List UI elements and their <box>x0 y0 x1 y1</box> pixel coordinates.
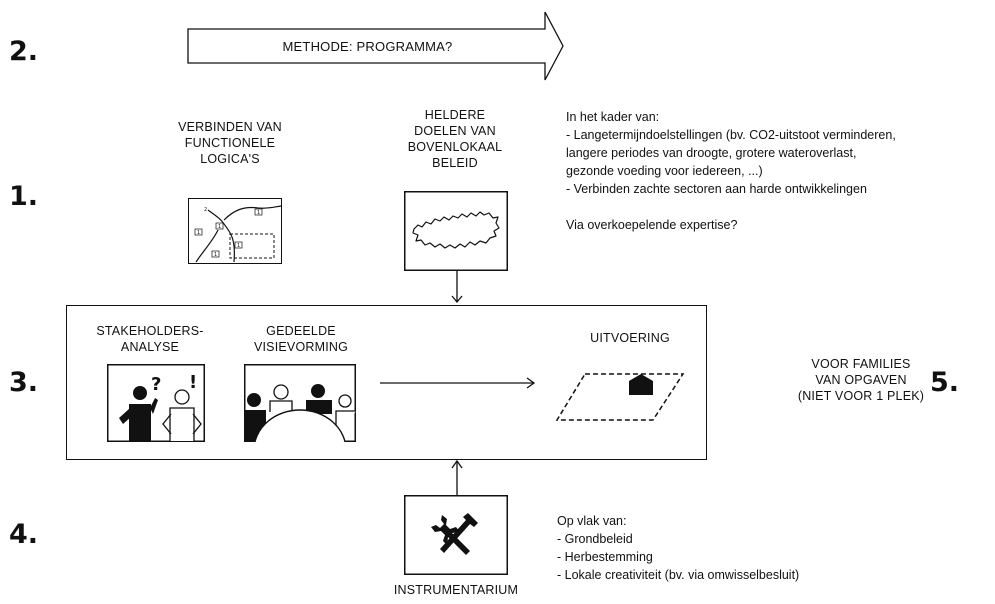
instrument-text: Op vlak van: - Grondbeleid - Herbestemmi… <box>557 514 800 582</box>
method-arrow-label: METHODE: PROGRAMMA? <box>282 39 453 54</box>
step-number-4: 4. <box>9 519 39 550</box>
stakeholders-title: STAKEHOLDERS- ANALYSE <box>96 324 204 354</box>
process-right-arrow <box>380 377 536 389</box>
step-number-5: 5. <box>930 367 960 398</box>
step-number-1: 1. <box>9 181 39 212</box>
doelen-down-arrow <box>451 271 463 304</box>
families-text: VOOR FAMILIES VAN OPGAVEN (NIET VOOR 1 P… <box>797 357 925 403</box>
visie-illustration <box>244 364 356 442</box>
uitvoering-illustration <box>555 373 685 421</box>
svg-text:1: 1 <box>237 243 240 249</box>
instrument-box <box>404 495 508 575</box>
instrument-label: INSTRUMENTARIUM <box>393 583 519 597</box>
mark-2: 2 <box>204 207 207 213</box>
functionele-logicas-title: VERBINDEN VAN FUNCTIONELE LOGICA'S <box>178 120 282 166</box>
stakeholders-illustration: ? ! <box>107 364 205 442</box>
kader-text: In het kader van: - Langetermijndoelstel… <box>566 110 896 232</box>
exclamation-mark: ! <box>189 372 197 393</box>
flanders-map-icon <box>412 211 500 249</box>
svg-text:1: 1 <box>214 252 217 258</box>
house-icon <box>629 374 653 395</box>
functionele-logicas-map: 2 1 1 1 1 1 <box>188 198 282 264</box>
svg-text:1: 1 <box>257 210 260 216</box>
instrument-up-arrow <box>451 459 463 496</box>
flanders-map-box <box>404 191 508 271</box>
svg-text:1: 1 <box>218 224 221 230</box>
visie-title: GEDEELDE VISIEVORMING <box>253 324 349 354</box>
method-arrow <box>187 11 564 81</box>
uitvoering-title: UITVOERING <box>590 331 670 345</box>
tools-icon <box>431 513 478 555</box>
step-number-2: 2. <box>9 36 39 67</box>
step-number-3: 3. <box>9 367 39 398</box>
doelen-title: HELDERE DOELEN VAN BOVENLOKAAL BELEID <box>407 108 503 170</box>
svg-text:1: 1 <box>197 230 200 236</box>
question-mark: ? <box>151 374 161 395</box>
